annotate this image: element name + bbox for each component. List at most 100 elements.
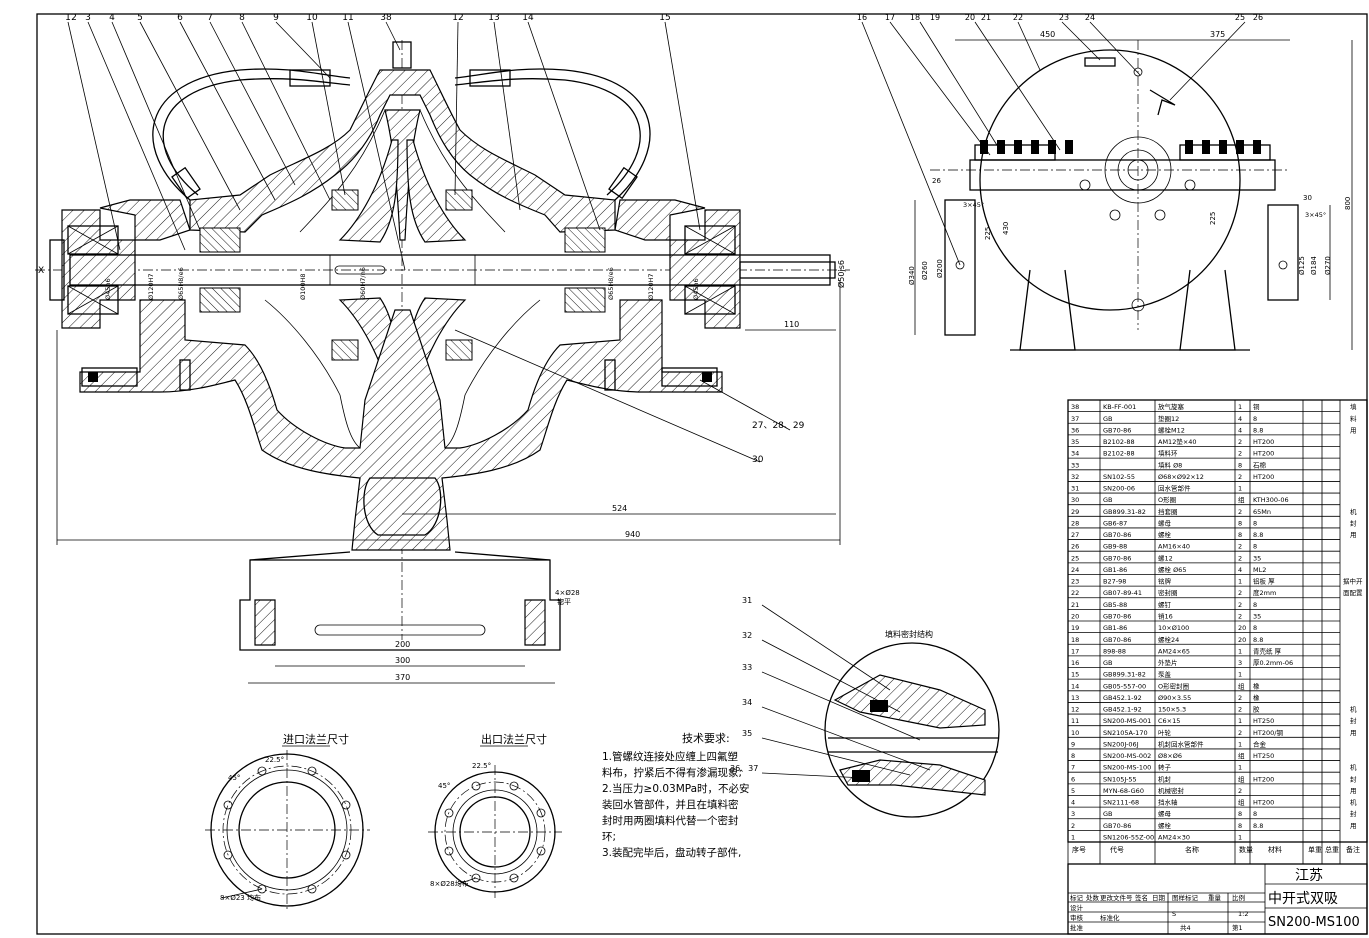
title-sign: 签名 <box>1135 893 1148 902</box>
bom-cell: SN2105A-170 <box>1103 729 1148 737</box>
dim-chamfer-1: 3×45° <box>963 201 984 209</box>
bom-cell: C6×15 <box>1158 717 1180 725</box>
tech-line-2: 料布，拧紧后不得有渗漏现象; <box>602 766 742 779</box>
bom-header-no: 序号 <box>1072 845 1086 854</box>
bom-cell: 铜 <box>1253 402 1260 411</box>
balloon-33: 33 <box>742 663 752 672</box>
bom-cell: KTH300-06 <box>1253 496 1289 504</box>
title-company: 江苏 <box>1295 868 1323 884</box>
balloon-10: 10 <box>306 13 318 23</box>
bom-cell: 据中开 <box>1343 577 1363 586</box>
tech-line-4: 装回水管部件，并且在填料密 <box>602 798 739 811</box>
bom-cell: 2 <box>1238 438 1242 446</box>
bom-cell: GB5-88 <box>1103 601 1127 609</box>
dim-200: 200 <box>395 640 410 649</box>
bom-cell: SN105J-55 <box>1103 775 1137 783</box>
balloon-5: 5 <box>137 13 143 23</box>
bom-cell: 8.8 <box>1253 531 1263 539</box>
dim-225: 225 <box>984 227 992 240</box>
bom-cell: 1 <box>1238 485 1242 493</box>
bom-cell: 螺12 <box>1158 553 1173 562</box>
bom-cell: GB452.1-92 <box>1103 694 1142 702</box>
dim-225b: 225 <box>1209 212 1217 225</box>
bom-cell: B2102-88 <box>1103 450 1135 458</box>
bom-cell: 铝板 厚 <box>1253 577 1275 586</box>
bom-cell: AM24×30 <box>1158 834 1190 842</box>
bom-cell: 13 <box>1071 694 1079 702</box>
dim-hole: 4×Ø28 <box>555 589 580 597</box>
bom-header-remark: 备注 <box>1346 845 1360 854</box>
dim-110: 110 <box>784 320 799 329</box>
outlet-holes: 8×Ø28均布 <box>430 879 469 888</box>
bom-cell: 35 <box>1253 554 1261 562</box>
bom-cell: 18 <box>1071 636 1079 644</box>
inlet-angle-1: 22.5° <box>265 756 284 764</box>
title-approve: 批准 <box>1070 923 1084 932</box>
dim-26: 26 <box>932 177 941 185</box>
return-pipe-left <box>152 68 351 201</box>
bom-side-note: 机 <box>1350 763 1357 772</box>
bom-cell: 8.8 <box>1253 426 1263 434</box>
bom-cell: B27-98 <box>1103 578 1126 586</box>
bom-cell: 1 <box>1238 834 1242 842</box>
bom-cell: 8 <box>1253 415 1257 423</box>
title-sheet-no: 第1 <box>1232 923 1243 932</box>
bom-cell: 32 <box>1071 473 1079 481</box>
bom-cell: 8 <box>1238 519 1242 527</box>
side-view <box>930 40 1299 351</box>
bom-cell: 150×5.3 <box>1158 706 1186 714</box>
balloon-3: 3 <box>85 13 91 23</box>
bom-cell: 组 <box>1238 774 1245 783</box>
bom-cell: HT200/钢 <box>1253 729 1283 737</box>
balloon-8: 8 <box>239 13 245 23</box>
tech-line-1: 1.管螺纹连接处应缠上四氟塑 <box>602 750 739 763</box>
bom-cell: 23 <box>1071 578 1079 586</box>
bom-cell: 1 <box>1071 834 1075 842</box>
bom-cell: 20 <box>1071 613 1079 621</box>
dim-200v: Ø200 <box>936 259 944 278</box>
bom-cell: 10×Ø100 <box>1158 624 1189 632</box>
bom-cell: MYN-68-G60 <box>1103 787 1144 795</box>
bom-cell: GB70-86 <box>1103 554 1131 562</box>
bom-cell: 8 <box>1071 752 1075 760</box>
balloon-32: 32 <box>742 631 752 640</box>
bom-side-note: 料 <box>1350 414 1357 423</box>
bom-cell: AM24×65 <box>1158 647 1190 655</box>
dim-shaft-d3: Ø65H8/e6 <box>177 267 185 300</box>
bom-cell: GB <box>1103 496 1113 504</box>
bom-cell: 6 <box>1071 775 1075 783</box>
bom-cell: 20 <box>1238 636 1246 644</box>
bom-side-note: 机 <box>1350 507 1357 516</box>
dim-shaft: Ø50js6 <box>836 260 846 288</box>
bom-cell: 4 <box>1238 415 1242 423</box>
bom-cell: 12 <box>1071 706 1079 714</box>
bom-cell: 29 <box>1071 508 1079 516</box>
bom-cell: HT250 <box>1253 752 1274 760</box>
bom-cell: 2 <box>1238 554 1242 562</box>
dim-shaft-d4: Ø100H8 <box>299 273 307 300</box>
bom-cell: GB899.31-82 <box>1103 508 1146 516</box>
bom-cell: 填料环 <box>1158 449 1178 458</box>
main-view-balloons: 1 2 3 4 5 6 7 8 9 10 11 38 12 13 14 15 2… <box>65 13 804 465</box>
bom-cell: AM12垫×40 <box>1158 437 1197 446</box>
bom-side-note: 用 <box>1350 729 1357 737</box>
inlet-angle-2: 45° <box>228 774 240 782</box>
bom-cell: 34 <box>1071 450 1079 458</box>
tech-line-3: 2.当压力≥0.03MPa时，不必安 <box>602 782 750 795</box>
bom-cell: 机械密封 <box>1158 786 1185 795</box>
dim-300: 300 <box>395 656 410 665</box>
bom-cell: KB-FF-001 <box>1103 403 1136 411</box>
main-section-view: X <box>35 40 850 651</box>
bom-cell: 36 <box>1071 426 1079 434</box>
bom-cell: 20 <box>1238 624 1246 632</box>
bom-cell: 组 <box>1238 495 1245 504</box>
bom-cell: GB70-86 <box>1103 426 1131 434</box>
bom-cell: 1 <box>1238 647 1242 655</box>
balloon-6: 6 <box>177 13 183 23</box>
bom-cell: 橡 <box>1253 681 1260 690</box>
bom-cell: 泵盖 <box>1158 670 1172 679</box>
outlet-flange-view: 出口法兰尺寸 22.5° 45° 8×Ø28均布 <box>428 732 562 898</box>
bom-cell: 2 <box>1238 508 1242 516</box>
bom-cell: 8 <box>1253 810 1257 818</box>
